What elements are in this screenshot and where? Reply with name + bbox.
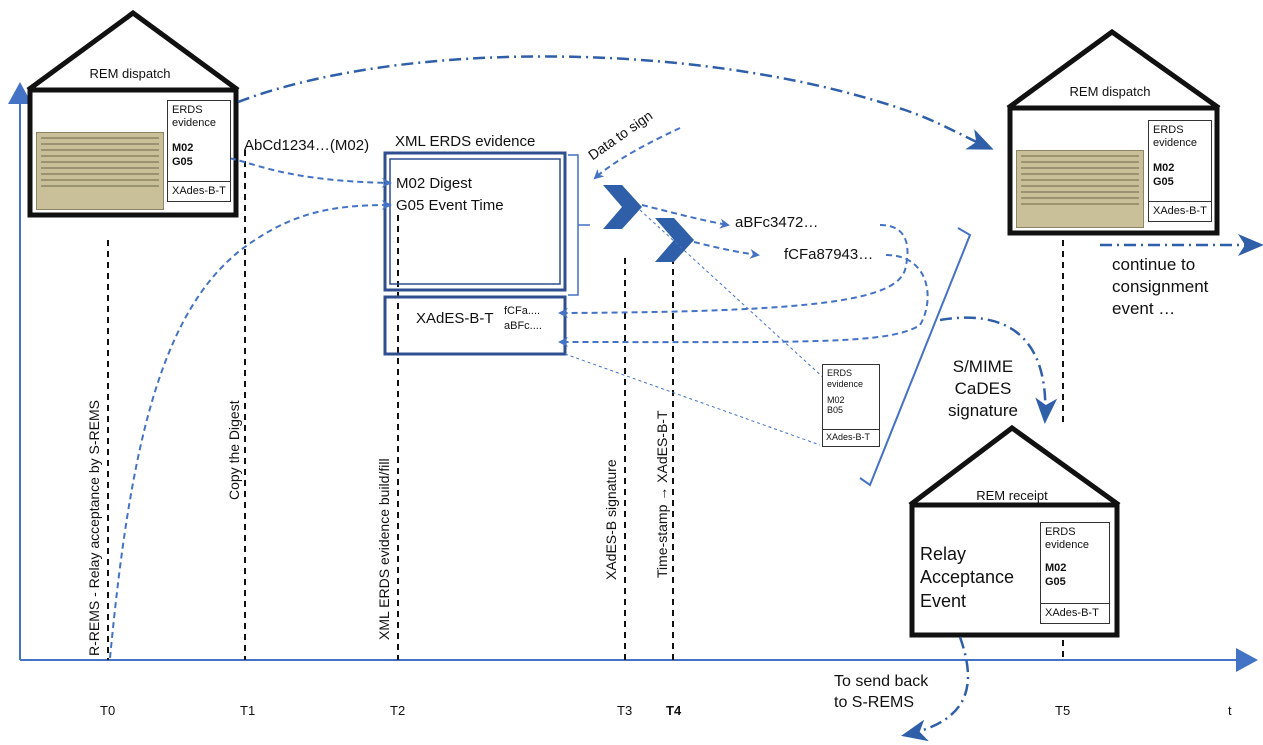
send-back-line: to S-REMS — [834, 693, 915, 711]
dashdot-arrows — [237, 55, 1263, 742]
house-receipt-title: REM receipt — [976, 488, 1048, 503]
tick-t5: T5 — [1055, 703, 1071, 718]
vertical-axis-arrowhead — [8, 82, 32, 104]
chevron-timestamp-icon — [655, 218, 694, 262]
continue-line: continue to — [1112, 255, 1196, 274]
house-right-title: REM dispatch — [1069, 84, 1151, 99]
vlabel-t4: Time-stamp → XAdES-B-T — [654, 410, 670, 578]
vlabel-t3: XAdES-B signature — [603, 459, 619, 580]
continue-line: consignment — [1112, 277, 1209, 297]
xades-label: XAdES-B-T — [416, 310, 494, 327]
evidence-separator — [168, 181, 230, 182]
evidence-line: M02 — [827, 394, 845, 405]
send-back-line: To send back — [834, 673, 929, 690]
evidence-signature: XAdes-B-T — [172, 185, 226, 197]
evidence-line: ERDS — [172, 104, 203, 116]
evidence-card-right: ERDS evidence M02 G05 XAdes-B-T — [1148, 120, 1212, 222]
evidence-line: ERDS — [1153, 124, 1184, 136]
hash-a-label: aBFc3472… — [735, 214, 819, 231]
evidence-line: evidence — [827, 378, 864, 389]
vlabel-t1: Copy the Digest — [226, 400, 242, 500]
hash-f-label: fCFa87943… — [784, 246, 874, 263]
tick-t2: T2 — [390, 703, 406, 718]
chevron-sign-icon — [603, 185, 642, 229]
evidence-line: M02 — [1153, 162, 1175, 175]
tick-t1: T1 — [240, 703, 256, 718]
time-axis-arrowhead — [1236, 648, 1258, 672]
evidence-line: G05 — [1153, 175, 1174, 188]
digest-copy-label: AbCd1234…(M02) — [244, 137, 370, 154]
evidence-card-small: ERDS evidence M02 B05 XAdes-B-T — [822, 364, 880, 447]
evidence-card-receipt: ERDS evidence M02 G05 XAdes-B-T — [1040, 522, 1110, 624]
receipt-body-line: Acceptance — [920, 567, 1015, 588]
evidence-signature: XAdes-B-T — [826, 432, 871, 442]
receipt-body-line: Relay — [920, 544, 967, 564]
xml-evidence-title: XML ERDS evidence — [395, 133, 536, 150]
smime-line: CaDES — [954, 379, 1012, 399]
xml-evidence-line-digest: M02 Digest — [396, 175, 472, 192]
receipt-body-line: Event — [920, 590, 967, 611]
tick-t4: T4 — [666, 703, 682, 718]
receipt-body: Relay Acceptance Event — [920, 543, 1014, 613]
evidence-separator — [823, 429, 879, 430]
evidence-line: evidence — [1153, 137, 1198, 150]
evidence-signature: XAdes-B-T — [1045, 607, 1099, 619]
send-back-label: To send back to S-REMS — [834, 672, 928, 714]
evidence-line: evidence — [172, 117, 217, 130]
evidence-card-left: ERDS evidence M02 G05 XAdes-B-T — [167, 100, 231, 202]
xades-box — [383, 295, 567, 356]
house-left-title: REM dispatch — [89, 66, 171, 81]
evidence-line: evidence — [1045, 539, 1090, 552]
xml-evidence-inner — [389, 158, 561, 285]
xades-hash-a: aBFc.... — [504, 320, 542, 332]
evidence-signature: XAdes-B-T — [1153, 205, 1207, 217]
email-thumbnail-left — [36, 132, 164, 210]
continue-label: continue to consignment event … — [1112, 254, 1208, 320]
xml-evidence-line-time: G05 Event Time — [396, 197, 504, 214]
tick-t: t — [1228, 703, 1232, 718]
evidence-line: G05 — [1045, 575, 1066, 588]
xades-hash-f: fCFa.... — [504, 305, 541, 317]
tick-t3: T3 — [617, 703, 633, 718]
smime-line: signature — [948, 401, 1018, 421]
xml-evidence-box — [383, 151, 567, 292]
evidence-line: M02 — [172, 142, 194, 155]
email-thumbnail-right — [1016, 150, 1144, 228]
tick-t0: T0 — [100, 703, 116, 718]
evidence-line: ERDS — [827, 368, 853, 378]
evidence-separator — [1041, 603, 1109, 604]
evidence-separator — [1149, 201, 1211, 202]
brace — [568, 154, 590, 296]
smime-bracket — [859, 227, 972, 487]
evidence-line: M02 — [1045, 562, 1067, 575]
timeline-markers — [107, 150, 1064, 660]
vlabel-t2: XML ERDS evidence build/fill — [376, 458, 392, 640]
evidence-line: B05 — [827, 405, 844, 416]
smime-line: S/MIME — [952, 357, 1014, 376]
continue-line: event … — [1112, 299, 1176, 319]
smime-label: S/MIME CaDES signature — [948, 356, 1018, 422]
evidence-line: ERDS — [1045, 526, 1076, 538]
vlabel-t0: R-REMS - Relay acceptance by S-REMS — [86, 400, 102, 656]
evidence-line: G05 — [172, 155, 193, 168]
